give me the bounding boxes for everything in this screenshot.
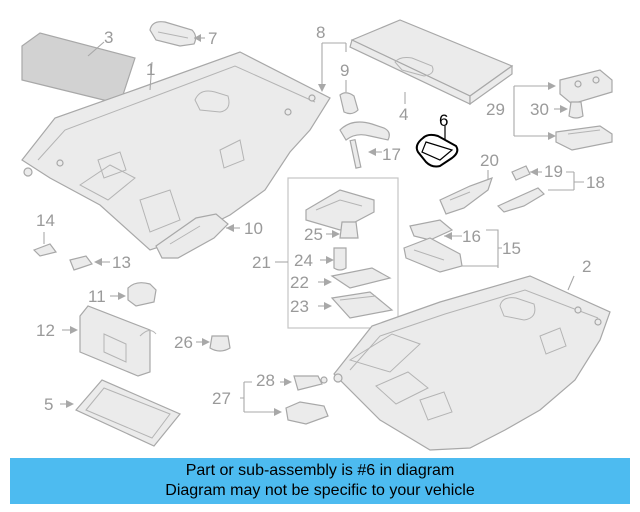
callout-14: 14 (36, 211, 55, 230)
part-19-connector[interactable] (496, 165, 545, 213)
part-29-map-lamp[interactable] (555, 69, 613, 151)
callout-9: 9 (340, 61, 349, 80)
callout-27: 27 (212, 389, 231, 408)
callout-28: 28 (256, 371, 275, 390)
callout-11: 11 (88, 287, 106, 306)
callout-2: 2 (582, 257, 591, 276)
part-25-switch[interactable] (339, 221, 359, 239)
part-4-sunshade-panel[interactable] (349, 19, 514, 106)
callout-23: 23 (290, 297, 309, 316)
part-12-sun-visor[interactable] (79, 305, 157, 377)
part-24-bulb[interactable] (333, 247, 347, 271)
callout-7: 7 (208, 29, 217, 48)
banner-line-2: Diagram may not be specific to your vehi… (165, 482, 475, 499)
callout-18: 18 (586, 173, 605, 192)
info-banner: Part or sub-assembly is #6 in diagram Di… (10, 458, 630, 504)
part-2-headliner-assembly[interactable] (333, 275, 611, 451)
callout-4: 4 (399, 105, 408, 124)
part-3-pad[interactable] (21, 32, 136, 105)
part-14-clip[interactable] (32, 243, 58, 257)
callout-12: 12 (36, 321, 55, 340)
callout-1: 1 (146, 60, 155, 79)
part-6-highlighted[interactable] (415, 133, 459, 168)
callout-29: 29 (486, 100, 505, 119)
callout-8: 8 (316, 23, 325, 42)
part-5-mirror[interactable] (75, 379, 181, 447)
callout-19: 19 (544, 162, 563, 181)
part-15-lamp-assembly[interactable] (403, 237, 463, 273)
part-28-bulb[interactable] (293, 375, 328, 391)
callout-30: 30 (530, 100, 549, 119)
callout-26: 26 (174, 333, 193, 352)
callout-22: 22 (290, 273, 309, 292)
part-7-trim[interactable] (149, 21, 197, 47)
part-16-lamp[interactable] (409, 219, 454, 241)
part-11-mount[interactable] (127, 282, 157, 307)
part-27-lamp[interactable] (285, 401, 329, 425)
part-13-hook[interactable] (69, 255, 93, 271)
callout-5: 5 (44, 395, 53, 414)
callout-20: 20 (480, 151, 499, 170)
part-17-grab-handle[interactable] (339, 121, 390, 169)
part-9-clip[interactable] (339, 92, 359, 115)
callout-21: 21 (252, 253, 271, 272)
callout-3: 3 (104, 28, 113, 47)
banner-line-1: Part or sub-assembly is #6 in diagram (185, 462, 455, 479)
callout-24: 24 (294, 251, 313, 270)
part-30-lamp-bulb[interactable] (568, 101, 584, 119)
part-22-lens[interactable] (330, 267, 392, 289)
part-26-plug[interactable] (209, 335, 231, 352)
callout-10: 10 (244, 219, 263, 238)
callout-15: 15 (502, 239, 521, 258)
part-23-cover[interactable] (330, 291, 394, 319)
callout-25: 25 (304, 225, 323, 244)
parts-diagram: 3 7 1 8 9 17 4 (21, 19, 613, 451)
callout-13: 13 (112, 253, 131, 272)
callout-17: 17 (382, 145, 401, 164)
part-10-trim-cover[interactable] (155, 213, 229, 259)
callout-6: 6 (439, 111, 448, 130)
callout-16: 16 (462, 227, 481, 246)
part-20-console-bracket[interactable] (439, 177, 493, 215)
part-1-headliner[interactable] (21, 51, 331, 251)
part-21-console-housing[interactable] (305, 189, 375, 231)
